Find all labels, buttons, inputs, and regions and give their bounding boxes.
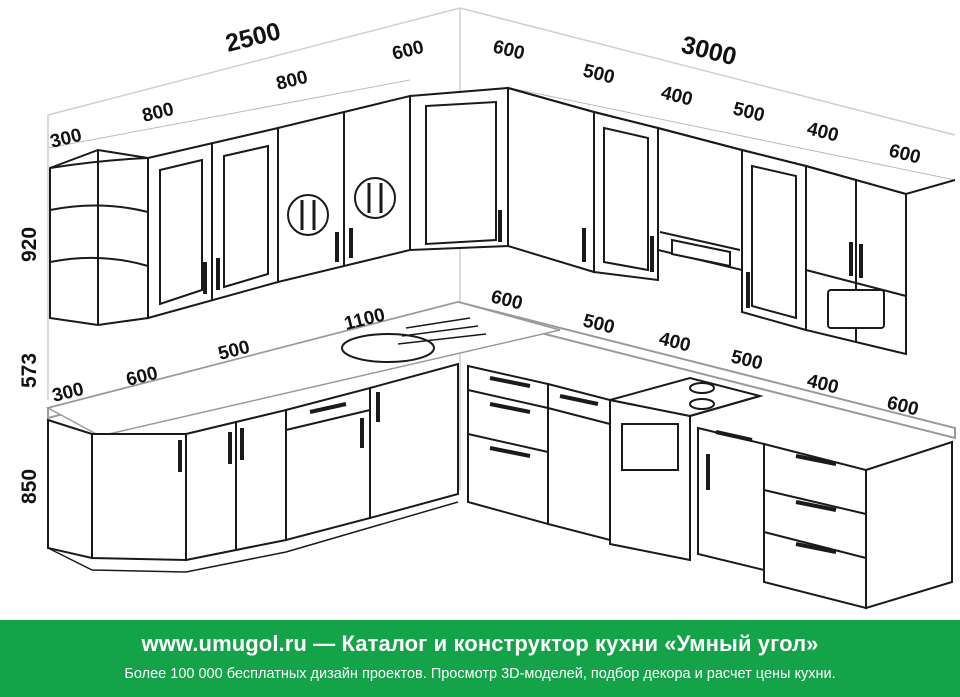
dim-lower-right-3: 400 (657, 328, 693, 356)
dim-height-gap: 573 (18, 353, 41, 388)
dim-upper-right-4: 500 (731, 98, 767, 126)
dim-lower-right-4: 500 (729, 346, 765, 374)
dim-upper-right-1: 600 (491, 36, 527, 64)
base-cabinet-single (697, 426, 765, 572)
burner (689, 398, 715, 410)
footer-title[interactable]: www.umugol.ru — Каталог и конструктор ку… (141, 631, 819, 656)
kitchen-diagram: 2500 300 800 800 600 3000 600 500 400 50… (18, 7, 956, 610)
dim-upper-left-1: 300 (48, 125, 84, 153)
sink-base-cabinet (369, 362, 459, 520)
wall-cabinet-solid (507, 86, 595, 274)
wall-cabinet-glass-double (147, 126, 279, 320)
footer-subtitle: Более 100 000 бесплатных дизайн проектов… (124, 666, 836, 682)
base-corner-cabinet (47, 418, 187, 562)
stove (609, 376, 764, 562)
wall-cabinet-plate-double (277, 94, 411, 284)
plate-fork-icon (354, 177, 396, 219)
microwave (827, 289, 885, 329)
oven-door (621, 423, 679, 471)
base-cabinet-double (185, 408, 287, 562)
dim-upper-right-2: 500 (581, 60, 617, 88)
dim-upper-right-5: 400 (805, 118, 841, 146)
wall-cabinet-microwave (805, 164, 907, 356)
base-cabinet-drawers (285, 386, 371, 542)
dim-height-upper: 920 (18, 227, 41, 262)
base-drawers-corner (763, 442, 867, 610)
base-drawers-600 (467, 364, 549, 526)
lower-right-cabinets (467, 364, 953, 610)
sink (341, 333, 435, 363)
dim-wall-left-total: 2500 (223, 17, 284, 58)
wall-cabinet-glass-single (593, 110, 659, 282)
burner (689, 382, 715, 394)
lower-left-cabinets (47, 362, 459, 573)
plate-fork-icon (287, 194, 329, 236)
dim-upper-left-2: 800 (140, 99, 176, 127)
dim-height-lower: 850 (18, 469, 41, 504)
open-corner-shelf (49, 148, 149, 327)
hood-cabinet (657, 126, 743, 272)
base-drawers-500 (547, 382, 611, 542)
dim-upper-right-6: 600 (887, 140, 923, 168)
countertop (45, 300, 956, 440)
wall-cabinet-corner-glass (409, 86, 509, 252)
range-hood (671, 238, 731, 268)
dim-upper-left-3: 800 (274, 67, 310, 95)
dim-upper-right-3: 400 (659, 82, 695, 110)
dimension-lines (47, 79, 956, 181)
footer-banner: www.umugol.ru — Каталог и конструктор ку… (0, 620, 960, 697)
upper-left-cabinets (49, 86, 509, 327)
wall-cabinet-glass-single (741, 148, 807, 332)
dim-wall-right-total: 3000 (679, 31, 740, 72)
upper-right-cabinets (507, 86, 956, 356)
dim-upper-left-4: 600 (390, 37, 426, 65)
wall-outline (47, 7, 956, 490)
